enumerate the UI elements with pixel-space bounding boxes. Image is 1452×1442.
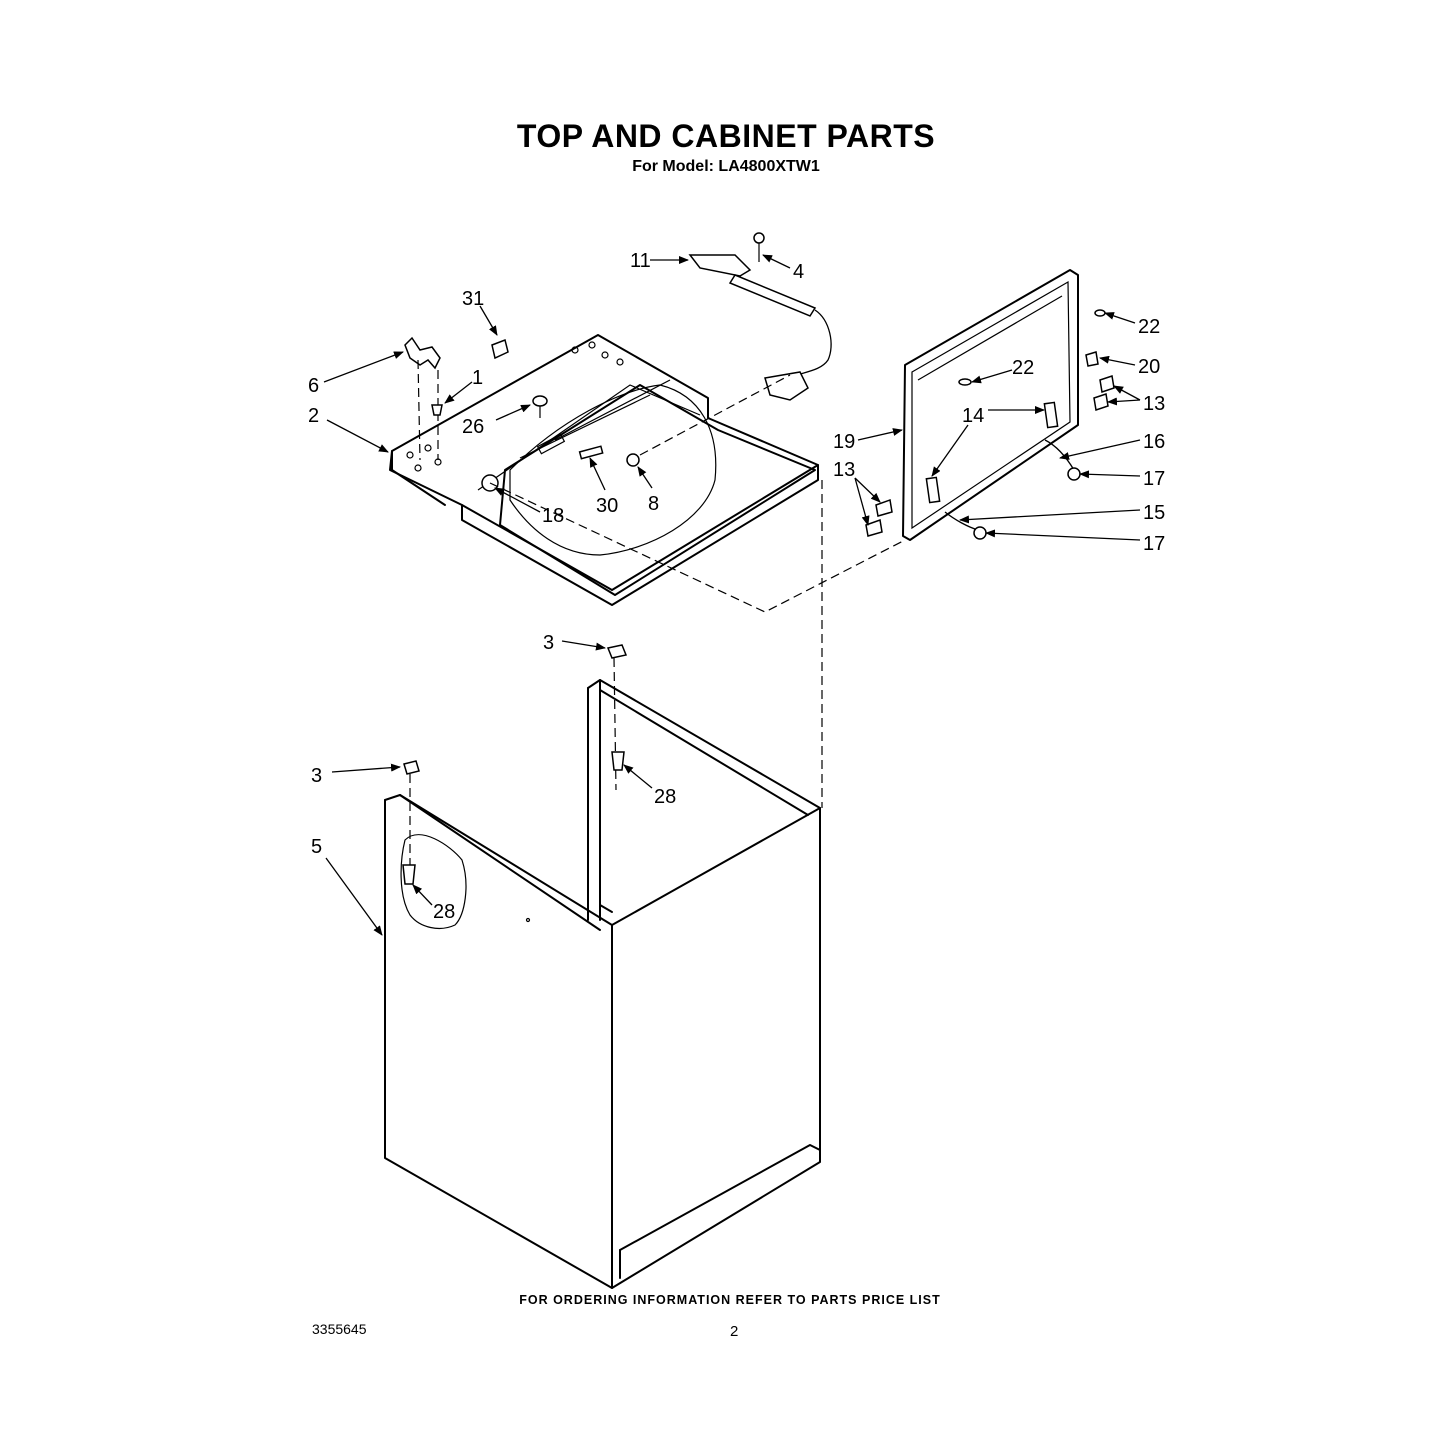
callout-22-top: 22: [1138, 316, 1160, 338]
callout-8: 8: [648, 493, 659, 515]
callout-labels: 11 4 31 6 1 2 26 18 30 8 22 22 20 13 14 …: [308, 250, 1165, 923]
washer-top-panel: [389, 334, 819, 606]
callout-26: 26: [462, 416, 484, 438]
callout-17-top: 17: [1143, 468, 1165, 490]
small-parts: [402, 232, 1115, 885]
alignment-lines: [489, 374, 906, 808]
callout-5: 5: [311, 836, 322, 858]
callout-30: 30: [596, 495, 618, 517]
lid: [902, 269, 1079, 541]
callout-2: 2: [308, 405, 319, 427]
callout-18: 18: [542, 505, 564, 527]
callout-13-left: 13: [833, 459, 855, 481]
callout-3-front: 3: [311, 765, 322, 787]
callout-13-right: 13: [1143, 393, 1165, 415]
callout-28-front: 28: [433, 901, 455, 923]
model-subtitle: For Model: LA4800XTW1: [632, 158, 820, 175]
callout-15: 15: [1143, 502, 1165, 524]
callout-17-bottom: 17: [1143, 533, 1165, 555]
callout-1: 1: [472, 367, 483, 389]
document-number: 3355645: [312, 1321, 367, 1337]
cabinet: [384, 679, 821, 1289]
page-number: 2: [730, 1323, 739, 1340]
callout-6: 6: [308, 375, 319, 397]
callout-22-lid: 22: [1012, 357, 1034, 379]
page-title: TOP AND CABINET PARTS: [516, 118, 936, 154]
callout-3-rear: 3: [543, 632, 554, 654]
callout-19: 19: [833, 431, 855, 453]
callout-20: 20: [1138, 356, 1160, 378]
ordering-note: FOR ORDERING INFORMATION REFER TO PARTS …: [519, 1293, 941, 1307]
callout-28-rear: 28: [654, 786, 676, 808]
callout-14: 14: [962, 405, 984, 427]
callout-11: 11: [630, 250, 651, 272]
callout-4: 4: [793, 261, 804, 283]
leader-arrows: [323, 254, 1141, 936]
callout-31: 31: [462, 288, 484, 310]
callout-16: 16: [1143, 431, 1165, 453]
